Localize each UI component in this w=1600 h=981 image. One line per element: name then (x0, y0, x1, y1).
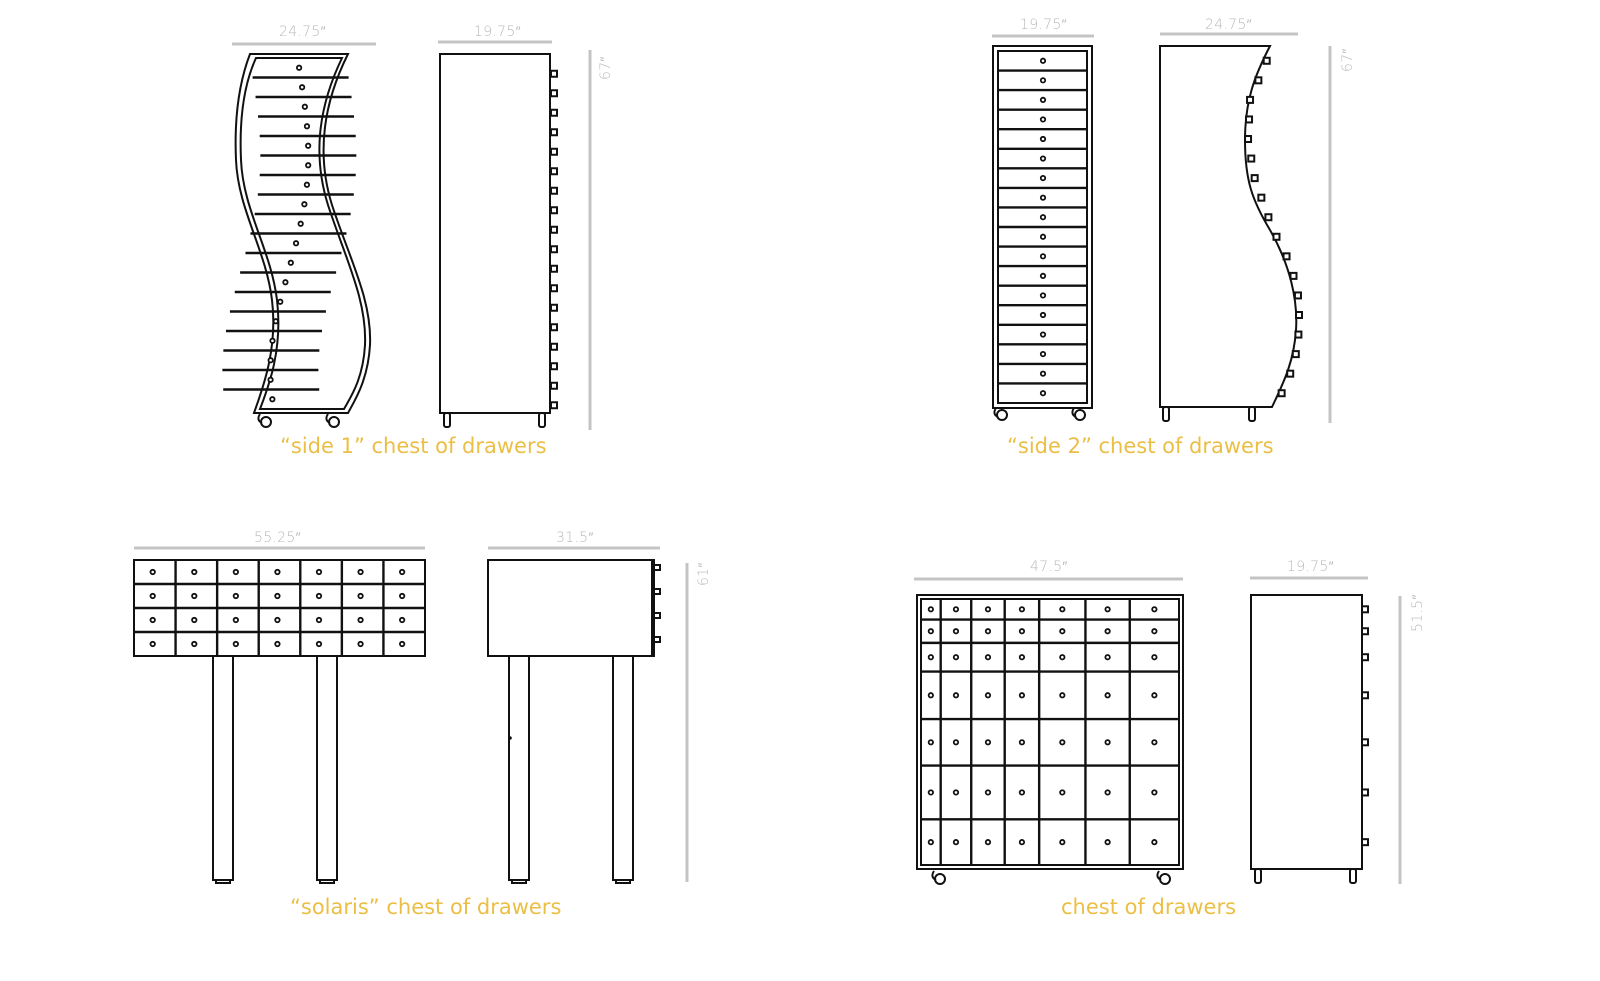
side2-height-label: 67″ (1340, 48, 1356, 72)
side1-drawer-dividers (222, 64, 357, 403)
side1-depth-label: 19.75″ (474, 24, 521, 40)
chest-width-label: 47.5″ (1030, 559, 1068, 575)
chest-front-view (914, 577, 1184, 885)
side1-caption: “side 1” chest of drawers (280, 434, 547, 458)
chest-height-label: 51.5″ (1410, 594, 1426, 632)
side1-casters (257, 413, 340, 428)
chest-inner-frame (920, 598, 1180, 866)
chest-outer-frame (916, 594, 1184, 870)
side2-side-body (1159, 45, 1298, 408)
solaris-drawer-pulls (653, 564, 661, 643)
side2-drawer-pulls (1244, 56, 1303, 398)
chest-side-view (1250, 576, 1402, 884)
chest-drawer-pulls (1361, 605, 1369, 847)
solaris-width-label: 55.25″ (254, 530, 301, 546)
side2-caption: “side 2” chest of drawers (1007, 434, 1274, 458)
side2-front-view (992, 34, 1094, 421)
chest-depth-label: 19.75″ (1287, 559, 1334, 575)
side1-drawer-pulls (550, 69, 558, 410)
side2-width-label: 19.75″ (1020, 17, 1067, 33)
solaris-drawer-grid (134, 560, 425, 656)
solaris-front-view (133, 546, 426, 884)
side2-depth-label: 24.75″ (1205, 17, 1252, 33)
solaris-legs (212, 655, 338, 884)
side1-front-view (222, 42, 376, 428)
chest-casters (931, 870, 1171, 885)
side2-outer-frame (992, 45, 1093, 409)
solaris-side-cabinet (487, 559, 655, 657)
chest-side-body (1250, 594, 1363, 870)
side1-width-label: 24.75″ (279, 24, 326, 40)
side2-drawers (998, 57, 1087, 397)
solaris-depth-label: 31.5″ (556, 530, 594, 546)
side1-side-body (439, 53, 551, 414)
side1-height-label: 67″ (598, 56, 614, 80)
solaris-side-view (487, 546, 689, 884)
chest-drawer-grid (921, 599, 1179, 865)
solaris-side-legs (508, 655, 634, 884)
solaris-height-label: 61″ (696, 562, 712, 586)
side1-side-view (438, 40, 592, 430)
side2-casters (993, 407, 1086, 421)
chest-caption: chest of drawers (1061, 895, 1237, 919)
solaris-caption: “solaris” chest of drawers (290, 895, 562, 919)
side2-side-view (1159, 32, 1332, 423)
